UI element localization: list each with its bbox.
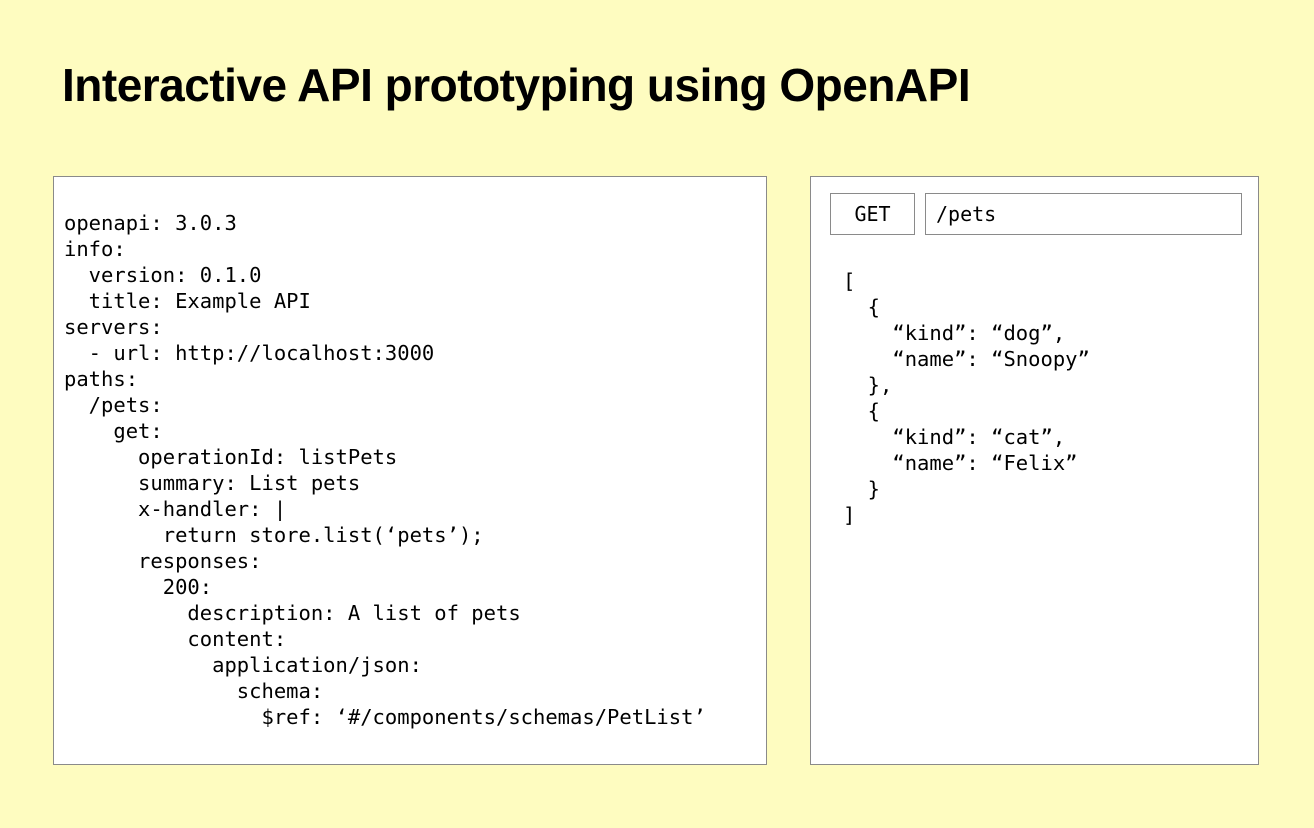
code-line: servers:: [64, 315, 163, 339]
response-line: }: [843, 477, 881, 501]
api-preview-panel: GET [ { “kind”: “dog”, “name”: “Snoopy” …: [810, 176, 1259, 765]
code-line: operationId: listPets: [64, 445, 398, 469]
response-line: “name”: “Felix”: [843, 451, 1078, 475]
response-line: {: [843, 399, 881, 423]
code-line: title: Example API: [64, 289, 311, 313]
code-line: /pets:: [64, 393, 163, 417]
code-line: 200:: [64, 575, 213, 599]
code-line: application/json:: [64, 653, 422, 677]
code-line: schema:: [64, 679, 324, 703]
code-line: summary: List pets: [64, 471, 361, 495]
code-line: get:: [64, 419, 163, 443]
response-line: “kind”: “dog”,: [843, 321, 1066, 345]
code-line: paths:: [64, 367, 139, 391]
code-line: responses:: [64, 549, 262, 573]
code-line: $ref: ‘#/components/schemas/PetList’: [64, 705, 706, 729]
code-line: openapi: 3.0.3: [64, 211, 237, 235]
page-title: Interactive API prototyping using OpenAP…: [62, 59, 971, 111]
response-line: ]: [843, 503, 856, 527]
openapi-editor-panel[interactable]: openapi: 3.0.3 info: version: 0.1.0 titl…: [53, 176, 767, 765]
response-line: },: [843, 373, 893, 397]
code-line: description: A list of pets: [64, 601, 521, 625]
response-line: {: [843, 295, 881, 319]
code-line: - url: http://localhost:3000: [64, 341, 435, 365]
code-line: x-handler: |: [64, 497, 287, 521]
code-line: version: 0.1.0: [64, 263, 262, 287]
response-line: “kind”: “cat”,: [843, 425, 1066, 449]
response-line: [: [843, 269, 856, 293]
code-line: content:: [64, 627, 287, 651]
response-body: [ { “kind”: “dog”, “name”: “Snoopy” }, {…: [843, 268, 1090, 528]
openapi-spec-code[interactable]: openapi: 3.0.3 info: version: 0.1.0 titl…: [64, 210, 706, 730]
request-path-input[interactable]: [925, 193, 1242, 235]
http-method-select[interactable]: GET: [830, 193, 915, 235]
code-line: info:: [64, 237, 126, 261]
response-line: “name”: “Snoopy”: [843, 347, 1090, 371]
code-line: return store.list(‘pets’);: [64, 523, 484, 547]
